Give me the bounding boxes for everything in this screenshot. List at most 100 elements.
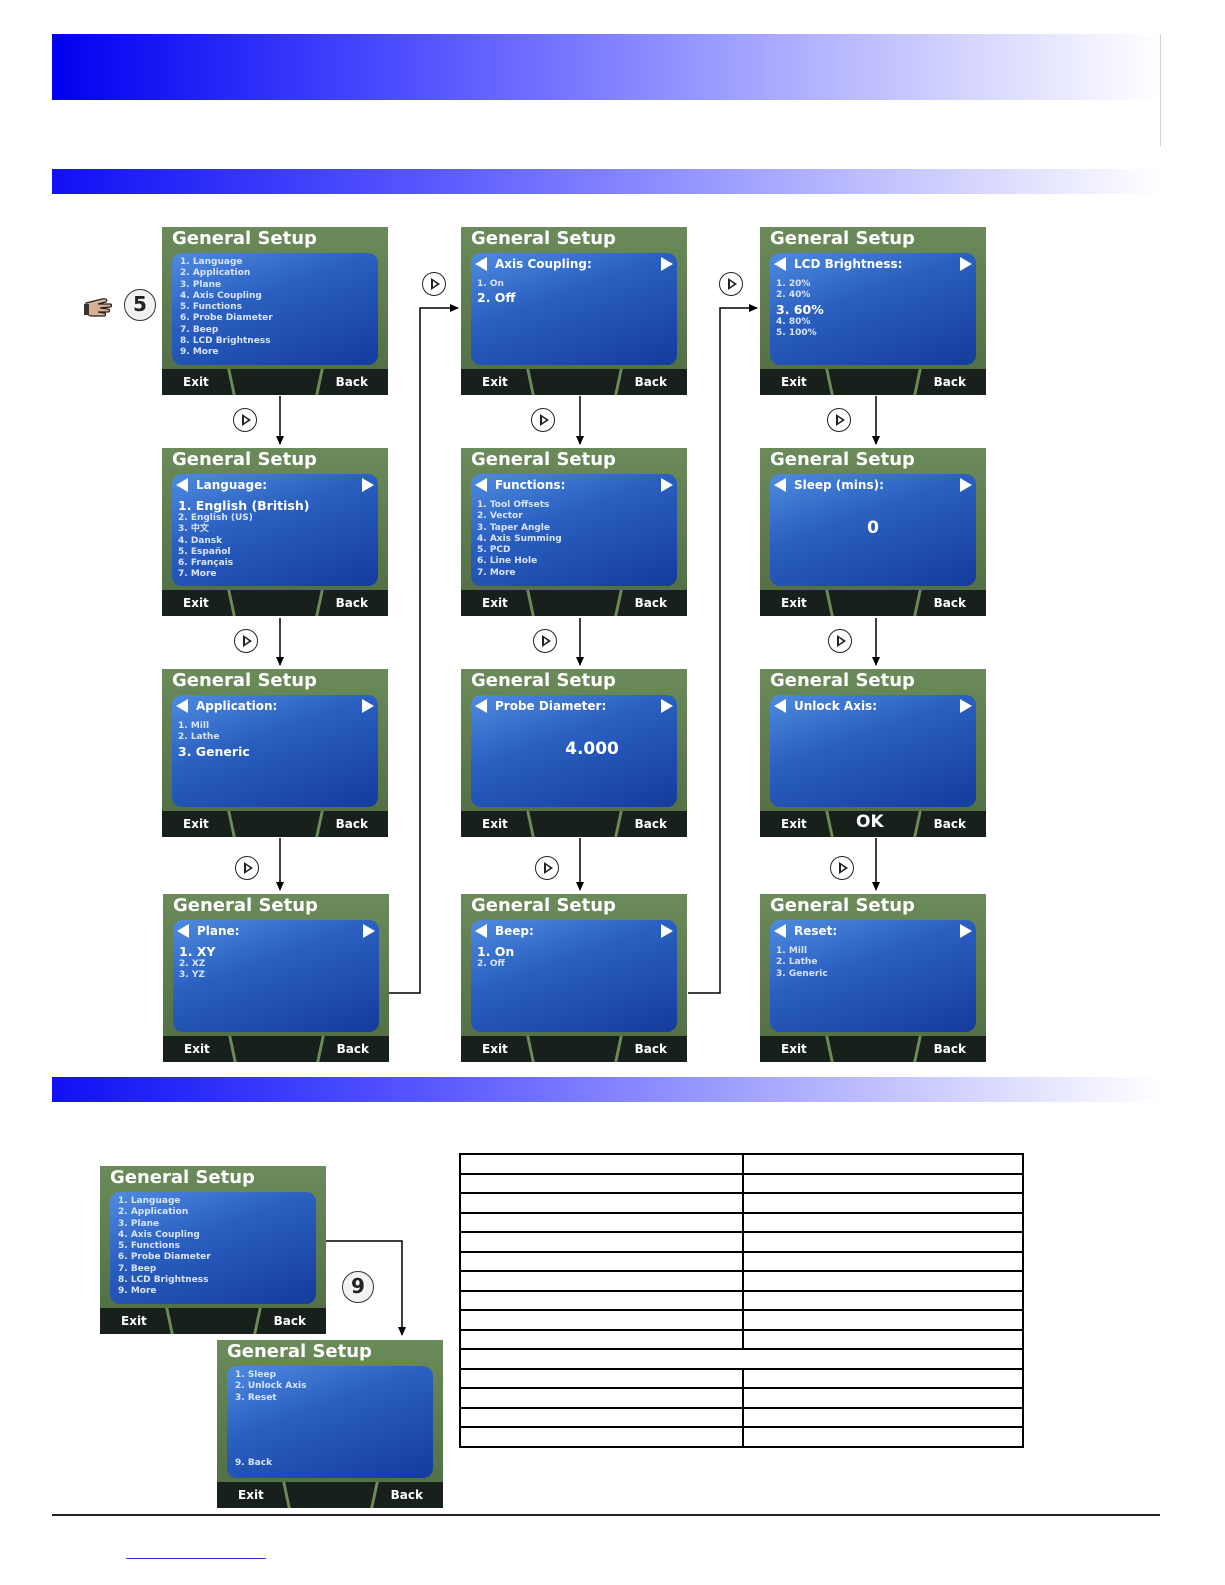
option-item[interactable]: 7. More <box>178 569 217 580</box>
option-item[interactable]: 2. Lathe <box>776 957 818 968</box>
exit-button[interactable]: Exit <box>482 1042 508 1056</box>
exit-button[interactable]: Exit <box>183 817 209 831</box>
back-button[interactable]: Back <box>634 817 667 831</box>
back-button[interactable]: Back <box>273 1314 306 1328</box>
back-button[interactable]: Back <box>634 1042 667 1056</box>
menu-item[interactable]: 1. Sleep <box>235 1370 277 1380</box>
prev-arrow-icon[interactable] <box>475 924 487 938</box>
menu-item[interactable]: 3. Plane <box>118 1218 160 1229</box>
option-item[interactable]: 4. Dansk <box>178 535 223 546</box>
prev-arrow-icon[interactable] <box>475 699 487 713</box>
option-item[interactable]: 1. Tool Offsets <box>477 500 550 510</box>
next-arrow-icon[interactable] <box>960 478 972 492</box>
next-arrow-icon[interactable] <box>363 924 375 938</box>
next-arrow-icon[interactable] <box>362 478 374 492</box>
menu-item[interactable]: 2. Unlock Axis <box>235 1381 307 1392</box>
option-item[interactable]: 1. Mill <box>178 721 210 731</box>
probe-diameter-value[interactable]: 4.000 <box>565 739 619 759</box>
option-item[interactable]: 3. YZ <box>179 970 205 981</box>
menu-item[interactable]: 7. Beep <box>180 324 219 335</box>
menu-item[interactable]: 3. Plane <box>180 279 222 290</box>
option-item[interactable]: 5. Español <box>178 546 231 557</box>
next-arrow-icon[interactable] <box>960 257 972 271</box>
prev-arrow-icon[interactable] <box>774 478 786 492</box>
menu-item[interactable]: 9. More <box>180 347 219 358</box>
next-arrow-icon[interactable] <box>661 257 673 271</box>
next-arrow-icon[interactable] <box>960 699 972 713</box>
option-item[interactable]: 1. 20% <box>776 279 811 289</box>
exit-button[interactable]: Exit <box>238 1488 264 1502</box>
option-item[interactable]: 1. On <box>477 279 504 289</box>
menu-item[interactable]: 4. Axis Coupling <box>180 290 262 301</box>
option-item[interactable]: 3. Generic <box>776 968 828 979</box>
menu-item[interactable]: 1. Language <box>118 1196 181 1206</box>
option-item[interactable]: 6. Line Hole <box>477 556 538 567</box>
option-item-selected[interactable]: 1. On <box>477 944 515 959</box>
option-item[interactable]: 2. English (US) <box>178 513 253 523</box>
prev-arrow-icon[interactable] <box>475 257 487 271</box>
back-button[interactable]: Back <box>634 596 667 610</box>
prev-arrow-icon[interactable] <box>176 699 188 713</box>
option-item[interactable]: 1. Mill <box>776 946 808 956</box>
option-item[interactable]: 2. 40% <box>776 290 811 301</box>
option-item[interactable]: 7. More <box>477 567 516 578</box>
back-button[interactable]: Back <box>933 375 966 389</box>
exit-button[interactable]: Exit <box>482 596 508 610</box>
exit-button[interactable]: Exit <box>183 375 209 389</box>
option-item-selected[interactable]: 3. Generic <box>178 743 250 759</box>
exit-button[interactable]: Exit <box>482 817 508 831</box>
option-item-selected[interactable]: 1. XY <box>179 944 216 959</box>
option-item[interactable]: 5. PCD <box>477 545 511 556</box>
back-button[interactable]: Back <box>336 1042 369 1056</box>
exit-button[interactable]: Exit <box>184 1042 210 1056</box>
prev-arrow-icon[interactable] <box>774 699 786 713</box>
next-arrow-icon[interactable] <box>960 924 972 938</box>
menu-item[interactable]: 8. LCD Brightness <box>180 336 271 347</box>
prev-arrow-icon[interactable] <box>774 257 786 271</box>
option-item-selected[interactable]: 2. Off <box>477 290 516 306</box>
menu-item[interactable]: 9. More <box>118 1286 157 1297</box>
option-item[interactable]: 2. Off <box>477 959 505 969</box>
back-button[interactable]: Back <box>335 375 368 389</box>
back-button[interactable]: Back <box>933 1042 966 1056</box>
prev-arrow-icon[interactable] <box>177 924 189 938</box>
menu-item[interactable]: 6. Probe Diameter <box>118 1252 211 1263</box>
menu-item-back[interactable]: 9. Back <box>235 1458 273 1468</box>
option-item[interactable]: 2. Vector <box>477 511 523 522</box>
next-arrow-icon[interactable] <box>362 699 374 713</box>
option-item[interactable]: 4. 80% <box>776 316 811 327</box>
menu-item[interactable]: 2. Application <box>180 268 251 279</box>
option-item[interactable]: 3. Taper Angle <box>477 522 550 533</box>
menu-item[interactable]: 3. Reset <box>235 1392 277 1403</box>
menu-item[interactable]: 8. LCD Brightness <box>118 1275 209 1286</box>
ok-button[interactable]: OK <box>856 812 884 832</box>
next-arrow-icon[interactable] <box>661 924 673 938</box>
menu-item[interactable]: 2. Application <box>118 1207 189 1218</box>
option-item[interactable]: 4. Axis Summing <box>477 533 562 544</box>
back-button[interactable]: Back <box>933 596 966 610</box>
option-item[interactable]: 3. 中文 <box>178 524 209 535</box>
prev-arrow-icon[interactable] <box>774 924 786 938</box>
exit-button[interactable]: Exit <box>781 817 807 831</box>
menu-item[interactable]: 7. Beep <box>118 1263 157 1274</box>
next-arrow-icon[interactable] <box>661 699 673 713</box>
back-button[interactable]: Back <box>634 375 667 389</box>
menu-item[interactable]: 4. Axis Coupling <box>118 1229 200 1240</box>
option-item-selected[interactable]: 1. English (British) <box>178 498 310 513</box>
option-item[interactable]: 5. 100% <box>776 327 817 338</box>
sleep-value[interactable]: 0 <box>867 518 879 538</box>
back-button[interactable]: Back <box>390 1488 423 1502</box>
back-button[interactable]: Back <box>335 596 368 610</box>
menu-item[interactable]: 6. Probe Diameter <box>180 313 273 324</box>
back-button[interactable]: Back <box>933 817 966 831</box>
option-item-selected[interactable]: 3. 60% <box>776 301 824 317</box>
exit-button[interactable]: Exit <box>781 596 807 610</box>
option-item[interactable]: 2. Lathe <box>178 732 220 743</box>
exit-button[interactable]: Exit <box>183 596 209 610</box>
menu-item[interactable]: 5. Functions <box>118 1241 180 1252</box>
option-item[interactable]: 6. Français <box>178 558 234 569</box>
exit-button[interactable]: Exit <box>121 1314 147 1328</box>
option-item[interactable]: 2. XZ <box>179 959 206 969</box>
next-arrow-icon[interactable] <box>661 478 673 492</box>
menu-item[interactable]: 5. Functions <box>180 302 242 313</box>
